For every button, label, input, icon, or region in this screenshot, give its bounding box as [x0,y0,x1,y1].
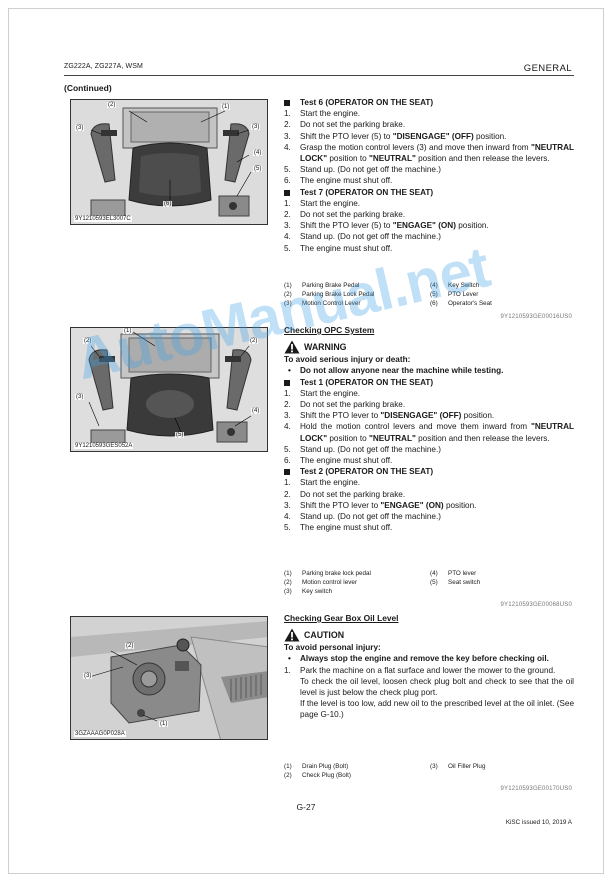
block3-legend: (1)Drain Plug (Bolt)(3)Oil Filler Plug (… [284,762,574,780]
legend-row: (2)Motion control lever(5)Seat switch [284,579,481,586]
square-bullet-icon [284,469,290,476]
header-section: GENERAL [523,63,572,74]
figure-opc-system-drawing [71,328,267,451]
block3-procedure: Checking Gear Box Oil Level CAUTION To a… [284,613,574,721]
test1-title: Test 1 (OPERATOR ON THE SEAT) [300,377,434,387]
test1-step: 2.Do not set the parking brake. [284,400,406,410]
legend-row: (3)Key switch [284,588,333,595]
figure1-callout-2: (2) [107,102,117,108]
legend-row: (1)Parking brake lock pedal(4)PTO lever [284,570,477,577]
warning-label: WARNING [284,340,574,354]
test1-step: 3.Shift the PTO lever to "DISENGAGE" (OF… [284,411,495,421]
figure2-callout-2-left: (2) [83,338,93,344]
block1-procedure: Test 6 (OPERATOR ON THE SEAT) 1.Start th… [284,97,574,254]
test1-step: 4.Hold the motion control levers and mov… [284,422,574,443]
warning-avoid-text: To avoid serious injury or death: [284,355,411,365]
test6-step: 5.Stand up. (Do not get off the machine.… [284,165,441,175]
section-title-opc: Checking OPC System [284,325,375,335]
test2-title: Test 2 (OPERATOR ON THE SEAT) [300,467,434,477]
block2-legend: (1)Parking brake lock pedal(4)PTO lever … [284,569,574,596]
block3-reference-code: 9Y1210593GE00170US0 [500,786,572,792]
figure2-callout-5: (5) [175,432,185,438]
figure3-callout-3: (3) [83,673,93,679]
caution-label: CAUTION [284,628,574,642]
test7-step: 2.Do not set the parking brake. [284,210,406,220]
figure1-callout-5: (5) [253,166,263,172]
figure2-callout-2-right: (2) [249,338,259,344]
test2-step: 1.Start the engine. [284,478,361,488]
test2-step: 4.Stand up. (Do not get off the machine.… [284,512,441,522]
test6-step: 2.Do not set the parking brake. [284,120,406,130]
figure-opc-system: (1) (2) (2) (3) (4) (5) 9Y1210593GES052A [70,327,268,452]
page-number: G-27 [296,802,316,812]
test7-step: 5.The engine must shut off. [284,243,393,253]
figure-operator-controls: (2) (1) (3) (3) (4) (6) (5) 9Y1210593EL3… [70,99,268,225]
test7-step: 1.Start the engine. [284,198,361,208]
block2-procedure: Checking OPC System WARNING To avoid ser… [284,325,574,533]
figure1-callout-1: (1) [221,104,231,110]
test6-steps: 1.Start the engine. 2.Do not set the par… [284,108,574,186]
figure3-callout-2: (2) [125,643,135,649]
test2-step: 3.Shift the PTO lever to "ENGAGE" (ON) p… [284,500,477,510]
warning-triangle-icon [284,340,300,354]
test2-step: 5.The engine must shut off. [284,523,393,533]
test1-steps: 1.Start the engine. 2.Do not set the par… [284,388,574,466]
caution-triangle-icon [284,628,300,642]
test2-step: 2.Do not set the parking brake. [284,489,406,499]
test7-steps: 1.Start the engine. 2.Do not set the par… [284,198,574,254]
gear-box-step: 1. Park the machine on a flat surface an… [284,665,574,720]
figure1-code: 9Y1210593EL3007C [74,216,132,222]
header-models: ZG222A, ZG227A, WSM [64,63,143,70]
test6-title: Test 6 (OPERATOR ON THE SEAT) [300,98,434,107]
figure2-code: 9Y1210593GES052A [74,443,134,449]
caution-bullet: •Always stop the engine and remove the k… [288,654,549,664]
test1-step: 6.The engine must shut off. [284,456,393,466]
test6-step: 4.Grasp the motion control levers (3) an… [284,142,574,164]
test1-step: 5.Stand up. (Do not get off the machine.… [284,444,441,454]
warning-bullet: •Do not allow anyone near the machine wh… [288,366,504,376]
test7-step: 3.Shift the PTO lever (5) to "ENGAGE" (O… [284,221,489,231]
block1-legend: (1)Parking Brake Pedal(4)Key Switch (2)P… [284,281,574,308]
legend-row: (3)Motion Control Lever(6)Operator's Sea… [284,300,492,307]
figure3-callout-1: (1) [159,721,169,727]
test2-heading: Test 2 (OPERATOR ON THE SEAT) [284,466,574,477]
legend-row: (2)Parking Brake Lock Pedal(5)PTO Lever [284,291,479,298]
figure1-callout-4: (4) [253,150,263,156]
legend-row: (2)Check Plug (Bolt) [284,772,351,779]
issue-info: KiSC issued 10, 2019 A [505,819,572,826]
caution-avoid-text: To avoid personal injury: [284,643,381,653]
legend-row: (1)Parking Brake Pedal(4)Key Switch [284,282,480,289]
figure1-callout-3-right: (3) [251,124,261,130]
block1-reference-code: 9Y1210593GE00016US0 [500,314,572,320]
figure1-callout-3-left: (3) [75,125,85,131]
test7-step: 4.Stand up. (Do not get off the machine.… [284,232,441,242]
test2-steps: 1.Start the engine. 2.Do not set the par… [284,477,574,533]
figure-gear-box-drawing [71,617,267,739]
block2-reference-code: 9Y1210593GE00068US0 [500,602,572,608]
test1-heading: Test 1 (OPERATOR ON THE SEAT) [284,377,574,388]
continued-label: (Continued) [64,83,112,93]
square-bullet-icon [284,189,290,196]
figure-gear-box: (2) (3) (1) 3GZAAAG0P028A [70,616,268,740]
test6-step: 6.The engine must shut off. [284,176,393,186]
section-title-gear-box: Checking Gear Box Oil Level [284,613,399,623]
test6-step: 1.Start the engine. [284,109,361,119]
test1-step: 1.Start the engine. [284,388,361,398]
figure1-callout-6: (6) [163,201,173,207]
figure2-callout-4: (4) [251,408,261,414]
figure2-callout-1: (1) [123,328,133,334]
square-bullet-icon [284,100,290,106]
figure3-code: 3GZAAAG0P028A [74,731,126,737]
header-rule [64,75,574,76]
test7-title: Test 7 (OPERATOR ON THE SEAT) [300,187,434,197]
test6-step: 3.Shift the PTO lever (5) to "DISENGAGE"… [284,131,507,141]
test6-heading: Test 6 (OPERATOR ON THE SEAT) [284,97,574,108]
legend-row: (1)Drain Plug (Bolt)(3)Oil Filler Plug [284,763,486,770]
figure2-callout-3: (3) [75,394,85,400]
square-bullet-icon [284,379,290,386]
test7-heading: Test 7 (OPERATOR ON THE SEAT) [284,187,574,198]
